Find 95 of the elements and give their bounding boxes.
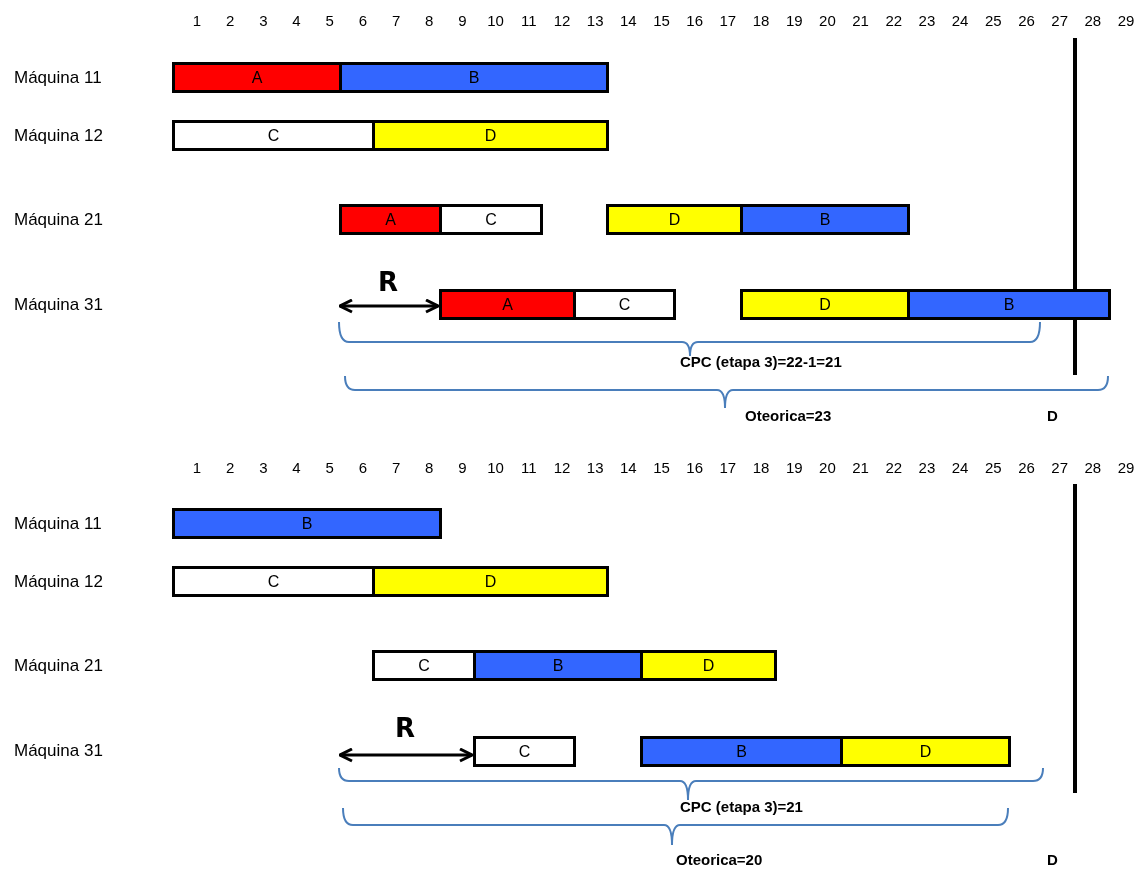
- axis-tick-label: 3: [259, 458, 268, 476]
- axis-tick-label: 19: [785, 11, 803, 29]
- task-bar: C: [473, 736, 576, 767]
- axis-tick-label: 12: [553, 458, 571, 476]
- annotation-text: Oteorica=23: [745, 406, 832, 424]
- axis-tick-label: 12: [553, 11, 571, 29]
- axis-tick-label: 27: [1051, 11, 1068, 29]
- task-bar: C: [372, 650, 476, 681]
- axis-tick-label: 14: [620, 11, 637, 29]
- axis-tick-label: 8: [425, 458, 434, 476]
- axis-tick-label: 10: [487, 11, 504, 29]
- axis-tick-label: 25: [984, 11, 1002, 29]
- axis-tick-label: 8: [425, 11, 434, 29]
- task-bar: A: [439, 289, 576, 320]
- interval-label: R: [378, 268, 398, 296]
- axis-tick-label: 22: [885, 11, 903, 29]
- axis-tick-label: 11: [521, 458, 537, 476]
- axis-tick-label: 20: [819, 458, 836, 476]
- axis-tick-label: 11: [521, 11, 537, 29]
- axis-tick-label: 13: [586, 458, 604, 476]
- machine-label: Máquina 21: [14, 209, 103, 229]
- annotation-text: D: [1047, 850, 1058, 868]
- task-bar: D: [372, 566, 609, 597]
- axis-tick-label: 2: [226, 11, 235, 29]
- axis-tick-label: 26: [1018, 11, 1035, 29]
- axis-tick-label: 18: [752, 11, 770, 29]
- axis-tick-label: 5: [325, 458, 334, 476]
- machine-label: Máquina 11: [14, 513, 102, 533]
- task-bar: C: [439, 204, 543, 235]
- axis-tick-label: 22: [885, 458, 903, 476]
- task-bar: B: [907, 289, 1111, 320]
- axis-tick-label: 13: [586, 11, 604, 29]
- task-bar: D: [606, 204, 743, 235]
- axis-tick-label: 24: [951, 458, 969, 476]
- task-bar: B: [640, 736, 843, 767]
- axis-tick-label: 9: [458, 458, 467, 476]
- axis-tick-label: 23: [918, 11, 936, 29]
- axis-tick-label: 23: [918, 458, 936, 476]
- axis-tick-label: 28: [1084, 458, 1102, 476]
- axis-tick-label: 29: [1117, 11, 1135, 29]
- machine-label: Máquina 11: [14, 67, 102, 87]
- axis-tick-label: 4: [292, 458, 301, 476]
- machine-label: Máquina 31: [14, 740, 103, 760]
- axis-tick-label: 6: [358, 458, 368, 476]
- axis-tick-label: 21: [852, 458, 869, 476]
- axis-tick-label: 10: [487, 458, 504, 476]
- machine-label: Máquina 12: [14, 125, 103, 145]
- axis-tick-label: 19: [785, 458, 803, 476]
- interval-label: R: [395, 714, 415, 742]
- axis-tick-label: 16: [686, 458, 704, 476]
- axis-tick-label: 2: [226, 458, 235, 476]
- task-bar: A: [172, 62, 342, 93]
- task-bar: B: [339, 62, 609, 93]
- machine-label: Máquina 21: [14, 655, 103, 675]
- machine-label: Máquina 12: [14, 571, 103, 591]
- axis-tick-label: 17: [719, 458, 737, 476]
- axis-tick-label: 24: [951, 11, 969, 29]
- axis-tick-label: 1: [192, 11, 202, 29]
- axis-tick-label: 25: [984, 458, 1002, 476]
- annotation-text: CPC (etapa 3)=22-1=21: [680, 352, 842, 370]
- axis-tick-label: 15: [653, 11, 670, 29]
- axis-tick-label: 1: [192, 458, 202, 476]
- axis-tick-label: 4: [292, 11, 301, 29]
- axis-tick-label: 27: [1051, 458, 1068, 476]
- task-bar: D: [740, 289, 910, 320]
- task-bar: C: [172, 566, 375, 597]
- task-bar: C: [573, 289, 676, 320]
- task-bar: D: [640, 650, 777, 681]
- axis-tick-label: 28: [1084, 11, 1102, 29]
- task-bar: D: [840, 736, 1011, 767]
- axis-tick-label: 20: [819, 11, 836, 29]
- machine-label: Máquina 31: [14, 294, 103, 314]
- axis-tick-label: 29: [1117, 458, 1135, 476]
- axis-tick-label: 26: [1018, 458, 1035, 476]
- axis-tick-label: 7: [391, 11, 401, 29]
- axis-tick-label: 21: [852, 11, 869, 29]
- axis-tick-label: 18: [752, 458, 770, 476]
- axis-tick-label: 16: [686, 11, 704, 29]
- task-bar: B: [473, 650, 643, 681]
- task-bar: D: [372, 120, 609, 151]
- annotation-text: CPC (etapa 3)=21: [680, 797, 803, 815]
- axis-tick-label: 5: [325, 11, 334, 29]
- task-bar: A: [339, 204, 442, 235]
- axis-tick-label: 6: [358, 11, 368, 29]
- task-bar: C: [172, 120, 375, 151]
- annotation-text: D: [1047, 406, 1058, 424]
- task-bar: B: [740, 204, 910, 235]
- axis-tick-label: 9: [458, 11, 467, 29]
- axis-tick-label: 15: [653, 458, 670, 476]
- task-bar: B: [172, 508, 442, 539]
- axis-tick-label: 14: [620, 458, 637, 476]
- axis-tick-label: 17: [719, 11, 737, 29]
- axis-tick-label: 3: [259, 11, 268, 29]
- annotation-text: Oteorica=20: [676, 850, 763, 868]
- axis-tick-label: 7: [391, 458, 401, 476]
